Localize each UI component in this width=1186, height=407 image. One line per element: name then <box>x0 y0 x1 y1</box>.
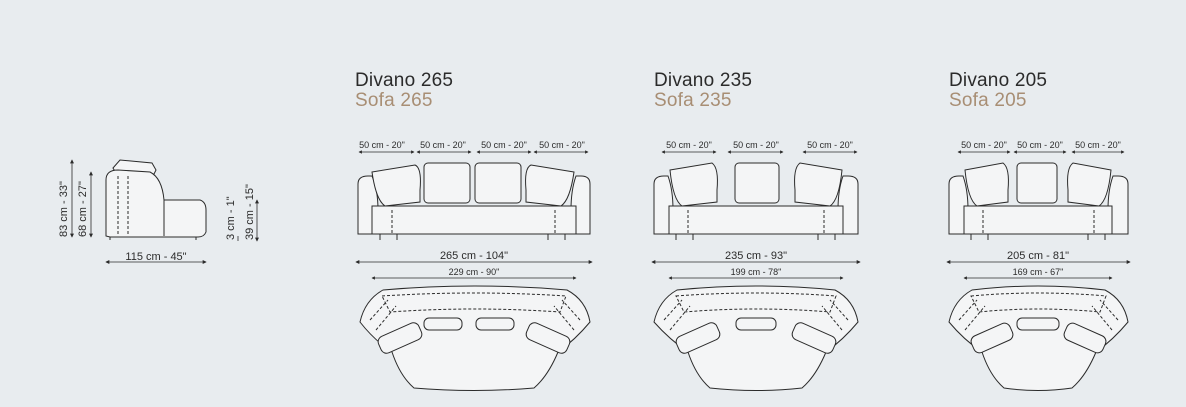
sofa-205-cushion-3-label: 50 cm - 20" <box>1075 140 1121 150</box>
sofa-265-width-total-label: 265 cm - 104" <box>440 250 508 262</box>
side-feet-label: 3 cm - 1" <box>225 196 237 240</box>
sofa-205-front-view <box>948 162 1129 240</box>
sofa-235-title-it: Divano 235 <box>654 70 753 91</box>
sofa-235-title-en: Sofa 235 <box>654 90 732 111</box>
sofa-265-title-en: Sofa 265 <box>355 90 433 111</box>
sofa-235-cushion-3-label: 50 cm - 20" <box>807 140 853 150</box>
side-depth-label: 115 cm - 45" <box>125 251 186 263</box>
sofa-205-width-total-label: 205 cm - 81" <box>1007 250 1069 262</box>
sofa-235-width-total-label: 235 cm - 93" <box>725 250 787 262</box>
side-height-back-label: 68 cm - 27" <box>77 181 89 237</box>
sofa-265-title-it: Divano 265 <box>355 70 454 91</box>
sofa-265-cushion-4-label: 50 cm - 20" <box>539 140 585 150</box>
sofa-265-front-view <box>357 162 591 240</box>
side-height-total-label: 83 cm - 33" <box>58 181 70 237</box>
sofa-235-top-view <box>653 285 859 391</box>
sofa-205-title-it: Divano 205 <box>949 70 1048 91</box>
side-seat-height-label: 39 cm - 15" <box>244 184 256 240</box>
sofa-265-top-view <box>359 285 591 391</box>
sofa-265-width-inner-label: 229 cm - 90" <box>449 267 500 277</box>
sofa-205-cushion-2-label: 50 cm - 20" <box>1017 140 1063 150</box>
sofa-205-title-en: Sofa 205 <box>949 90 1027 111</box>
side-view-drawing <box>105 159 207 240</box>
sofa-205-width-inner-label: 169 cm - 67" <box>1013 267 1064 277</box>
sofa-235-width-inner-label: 199 cm - 78" <box>731 267 782 277</box>
sofa-235-cushion-2-label: 50 cm - 20" <box>733 140 779 150</box>
sofa-235-cushion-1-label: 50 cm - 20" <box>666 140 712 150</box>
sofa-265-cushion-1-label: 50 cm - 20" <box>359 140 405 150</box>
sofa-265-cushion-3-label: 50 cm - 20" <box>481 140 527 150</box>
sofa-265-cushion-2-label: 50 cm - 20" <box>420 140 466 150</box>
sofa-205-top-view <box>948 285 1129 391</box>
sofa-205-cushion-1-label: 50 cm - 20" <box>961 140 1007 150</box>
sofa-235-front-view <box>653 162 859 240</box>
